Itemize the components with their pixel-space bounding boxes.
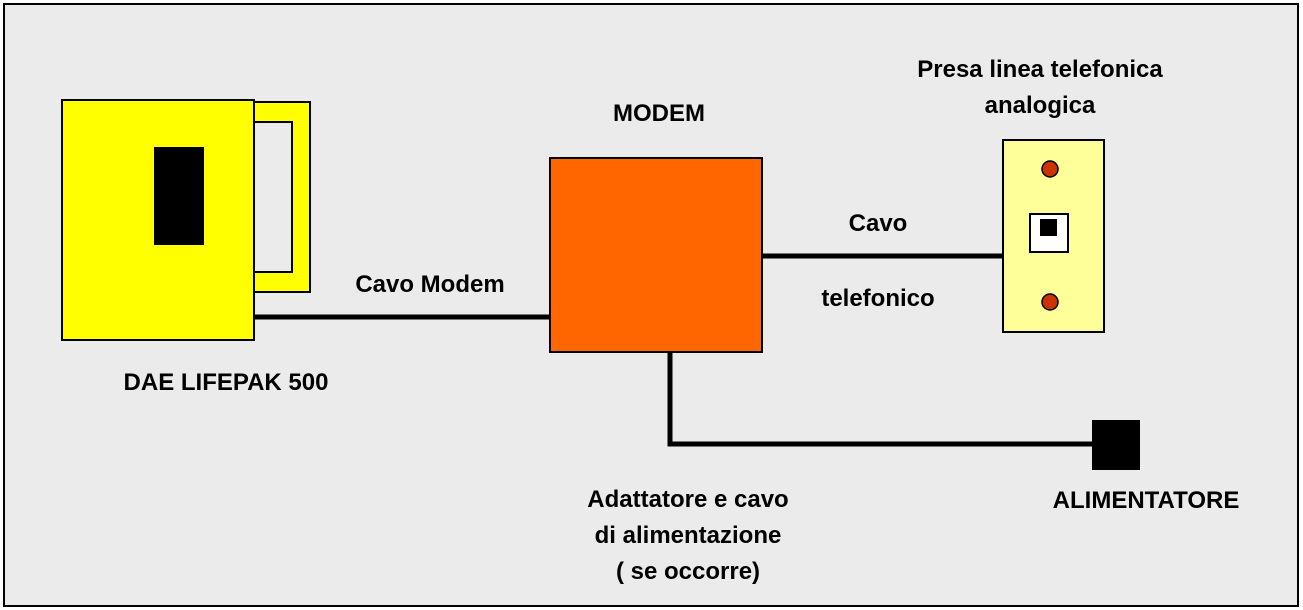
phone-cable-label-line1: Cavo <box>848 210 908 237</box>
power-supply-box <box>1092 420 1140 470</box>
socket-label-line1: Presa linea telefonica <box>917 56 1163 83</box>
modem-label: MODEM <box>613 100 705 127</box>
phone-socket <box>1002 139 1105 333</box>
socket-screw-top <box>1041 160 1059 178</box>
power-cable <box>667 352 1092 447</box>
power-supply-label: ALIMENTATORE <box>1052 487 1240 514</box>
dae-screen <box>154 147 204 245</box>
adapter-label-line1: Adattatore e cavo <box>587 486 789 513</box>
socket-screw-bottom <box>1041 293 1059 311</box>
modem-cable-label: Cavo Modem <box>355 271 505 298</box>
dae-label: DAE LIFEPAK 500 <box>123 369 329 396</box>
dae-handle-opening <box>253 121 293 273</box>
adapter-label-line2: di alimentazione <box>594 522 782 549</box>
phone-cable-label-line2: telefonico <box>821 285 935 312</box>
dae-device <box>61 99 311 341</box>
adapter-label-line3: ( se occorre) <box>615 558 761 585</box>
modem-box <box>549 157 763 353</box>
socket-label-line2: analogica <box>984 92 1096 119</box>
socket-port-contact <box>1040 219 1057 236</box>
